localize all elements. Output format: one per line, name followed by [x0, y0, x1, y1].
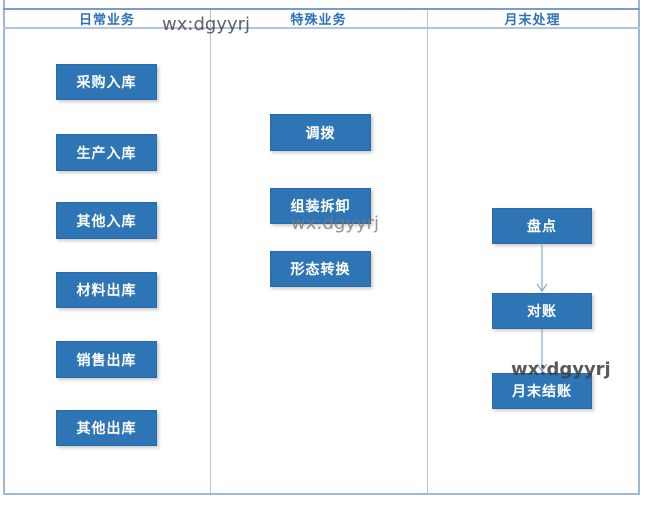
node-material-outbound[interactable]: 材料出库: [56, 272, 157, 308]
arrow-stocktake-to-reconciliation: [536, 245, 548, 292]
frame-border-right: [638, 0, 640, 494]
node-assembly-disassembly[interactable]: 组装拆卸: [270, 188, 371, 224]
node-other-inbound[interactable]: 其他入库: [56, 202, 157, 239]
column-header-month-end: 月末处理: [504, 12, 561, 28]
node-transfer[interactable]: 调拨: [270, 114, 371, 151]
frame-border-top: [3, 8, 640, 10]
node-other-outbound[interactable]: 其他出库: [56, 410, 157, 446]
column-divider-2: [427, 8, 428, 494]
node-purchase-inbound[interactable]: 采购入库: [56, 64, 157, 100]
watermark-top: wx:dgyyrj: [162, 14, 250, 35]
column-header-daily-business: 日常业务: [78, 12, 135, 28]
arrow-reconciliation-to-closing: [536, 329, 548, 372]
node-form-conversion[interactable]: 形态转换: [270, 251, 371, 287]
frame-border-bottom: [3, 493, 640, 495]
node-sales-outbound[interactable]: 销售出库: [56, 341, 157, 378]
watermark-right: wx:dgyyrj: [511, 359, 611, 380]
column-header-special-business: 特殊业务: [290, 12, 347, 28]
frame-border-left: [3, 0, 5, 494]
column-divider-1: [210, 8, 211, 494]
node-month-end-closing[interactable]: 月末结账: [492, 373, 592, 409]
watermark-middle: wx:dgyyrj: [291, 213, 379, 234]
node-production-inbound[interactable]: 生产入库: [56, 134, 157, 171]
node-reconciliation[interactable]: 对账: [492, 293, 592, 329]
header-separator-line: [3, 27, 640, 29]
node-stocktake[interactable]: 盘点: [492, 208, 592, 244]
